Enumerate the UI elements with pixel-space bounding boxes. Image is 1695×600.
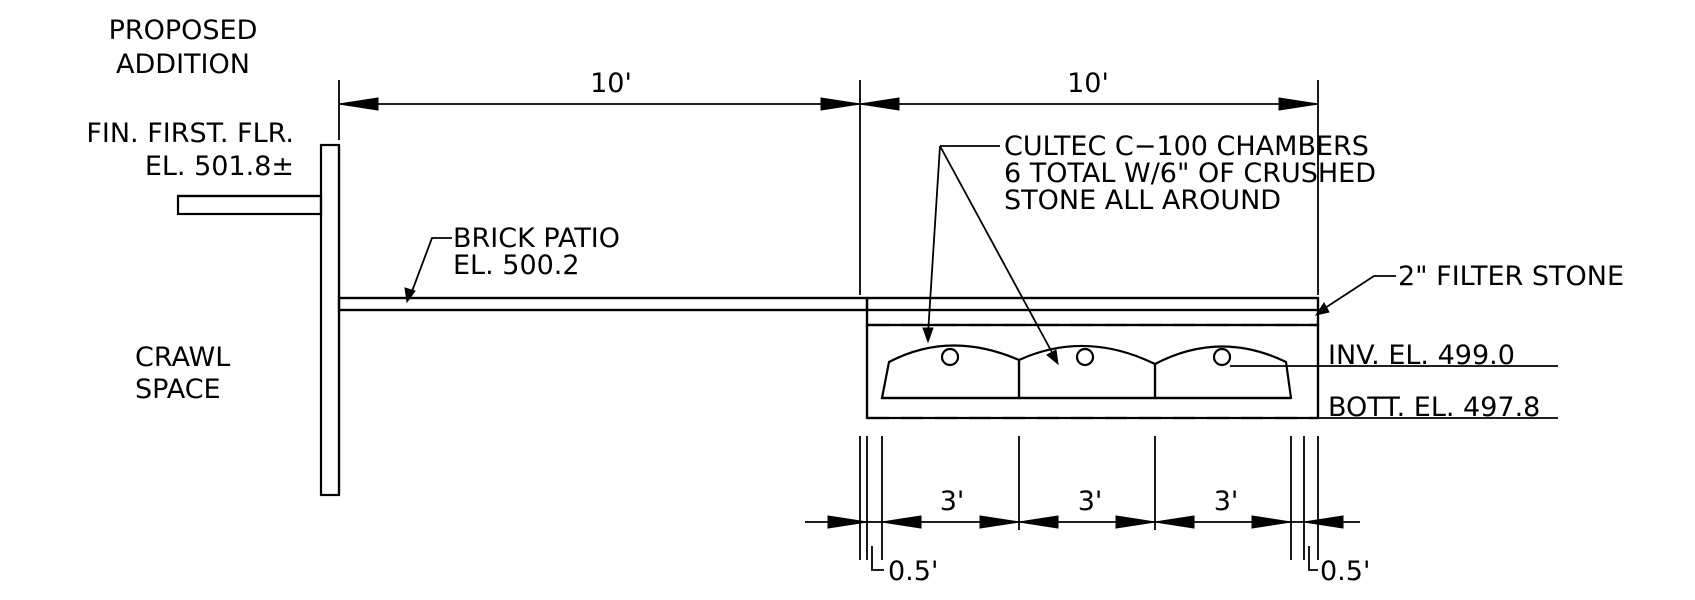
left-offset-dimension: 0.5' (888, 556, 938, 587)
crushed-stone-bed (865, 298, 1320, 420)
chamber-3-dimension: 3' (1214, 486, 1239, 517)
right-offset-dimension: 0.5' (1320, 556, 1370, 587)
cultec-chamber-1 (880, 344, 1021, 400)
proposed-addition-label-line2: ADDITION (116, 49, 250, 80)
brick-patio-label-line2: EL. 500.2 (453, 250, 580, 281)
cultec-leader (922, 145, 1059, 366)
cultec-chamber-2 (1017, 344, 1157, 400)
chamber-1-dimension: 3' (940, 486, 965, 517)
chamber-1-inlet-pipe (940, 347, 960, 367)
proposed-addition-label-line1: PROPOSED (109, 15, 258, 46)
crawl-space-label-line2: SPACE (135, 374, 221, 405)
top-left-dimension: 10' (590, 68, 632, 99)
finished-floor-line (176, 194, 323, 216)
filter-stone-layer (865, 308, 1320, 327)
cultec-chamber-3 (1153, 345, 1293, 400)
bottom-dimension-lines (805, 436, 1360, 571)
brick-patio-slab (337, 296, 1320, 312)
chamber-2-dimension: 3' (1078, 486, 1103, 517)
chamber-3-inlet-pipe (1212, 347, 1232, 367)
fin-first-flr-label-line1: FIN. FIRST. FLR. (86, 118, 294, 149)
cultec-label-line2: 6 TOTAL W/6" OF CRUSHED (1004, 158, 1376, 189)
cultec-label-line3: STONE ALL AROUND (1004, 185, 1281, 216)
top-dimension-lines (338, 80, 1319, 295)
brick-patio-label-line1: BRICK PATIO (453, 223, 620, 254)
brick-patio-leader (404, 237, 452, 304)
foundation-wall (319, 143, 341, 497)
fin-first-flr-label-line2: EL. 501.8± (145, 151, 294, 182)
cultec-label-line1: CULTEC C−100 CHAMBERS (1004, 131, 1369, 162)
crawl-space-label-line1: CRAWL (135, 342, 230, 373)
filter-stone-label: 2" FILTER STONE (1398, 261, 1624, 292)
chamber-2-inlet-pipe (1075, 347, 1095, 367)
filter-stone-leader (1314, 275, 1396, 316)
top-right-dimension: 10' (1067, 68, 1109, 99)
